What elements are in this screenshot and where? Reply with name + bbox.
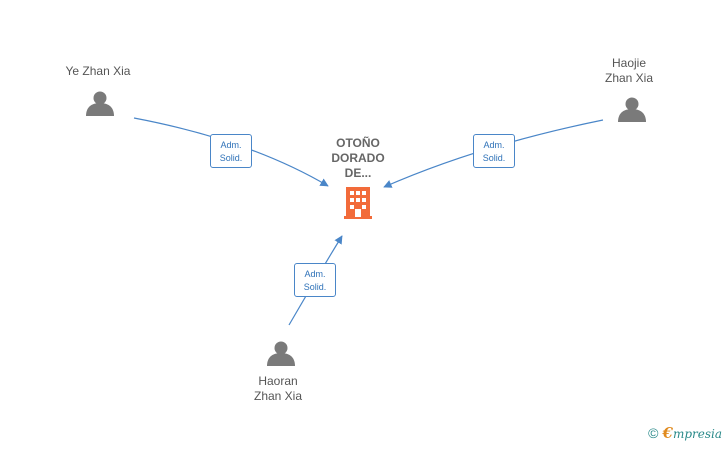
copyright-icon: © bbox=[648, 425, 659, 441]
person-name-haojie-zhan-xia[interactable]: Haojie Zhan Xia bbox=[604, 56, 654, 85]
person-name-haoran-zhan-xia[interactable]: Haoran Zhan Xia bbox=[253, 374, 303, 403]
role-badge-haojie-zhan-xia: Adm. Solid. bbox=[473, 134, 515, 168]
brand-name: €mpresia bbox=[662, 424, 723, 442]
person-name-ye-zhan-xia[interactable]: Ye Zhan Xia bbox=[65, 64, 131, 78]
role-badge-ye-zhan-xia: Adm. Solid. bbox=[210, 134, 252, 168]
person-icon[interactable] bbox=[618, 97, 646, 123]
role-badge-haoran-zhan-xia: Adm. Solid. bbox=[294, 263, 336, 297]
person-icon[interactable] bbox=[86, 91, 114, 117]
person-icon[interactable] bbox=[267, 341, 295, 367]
company-name[interactable]: OTOÑO DORADO DE... bbox=[331, 136, 385, 180]
building-icon[interactable] bbox=[344, 187, 372, 219]
brand-logo[interactable]: © €mpresia bbox=[648, 424, 722, 442]
